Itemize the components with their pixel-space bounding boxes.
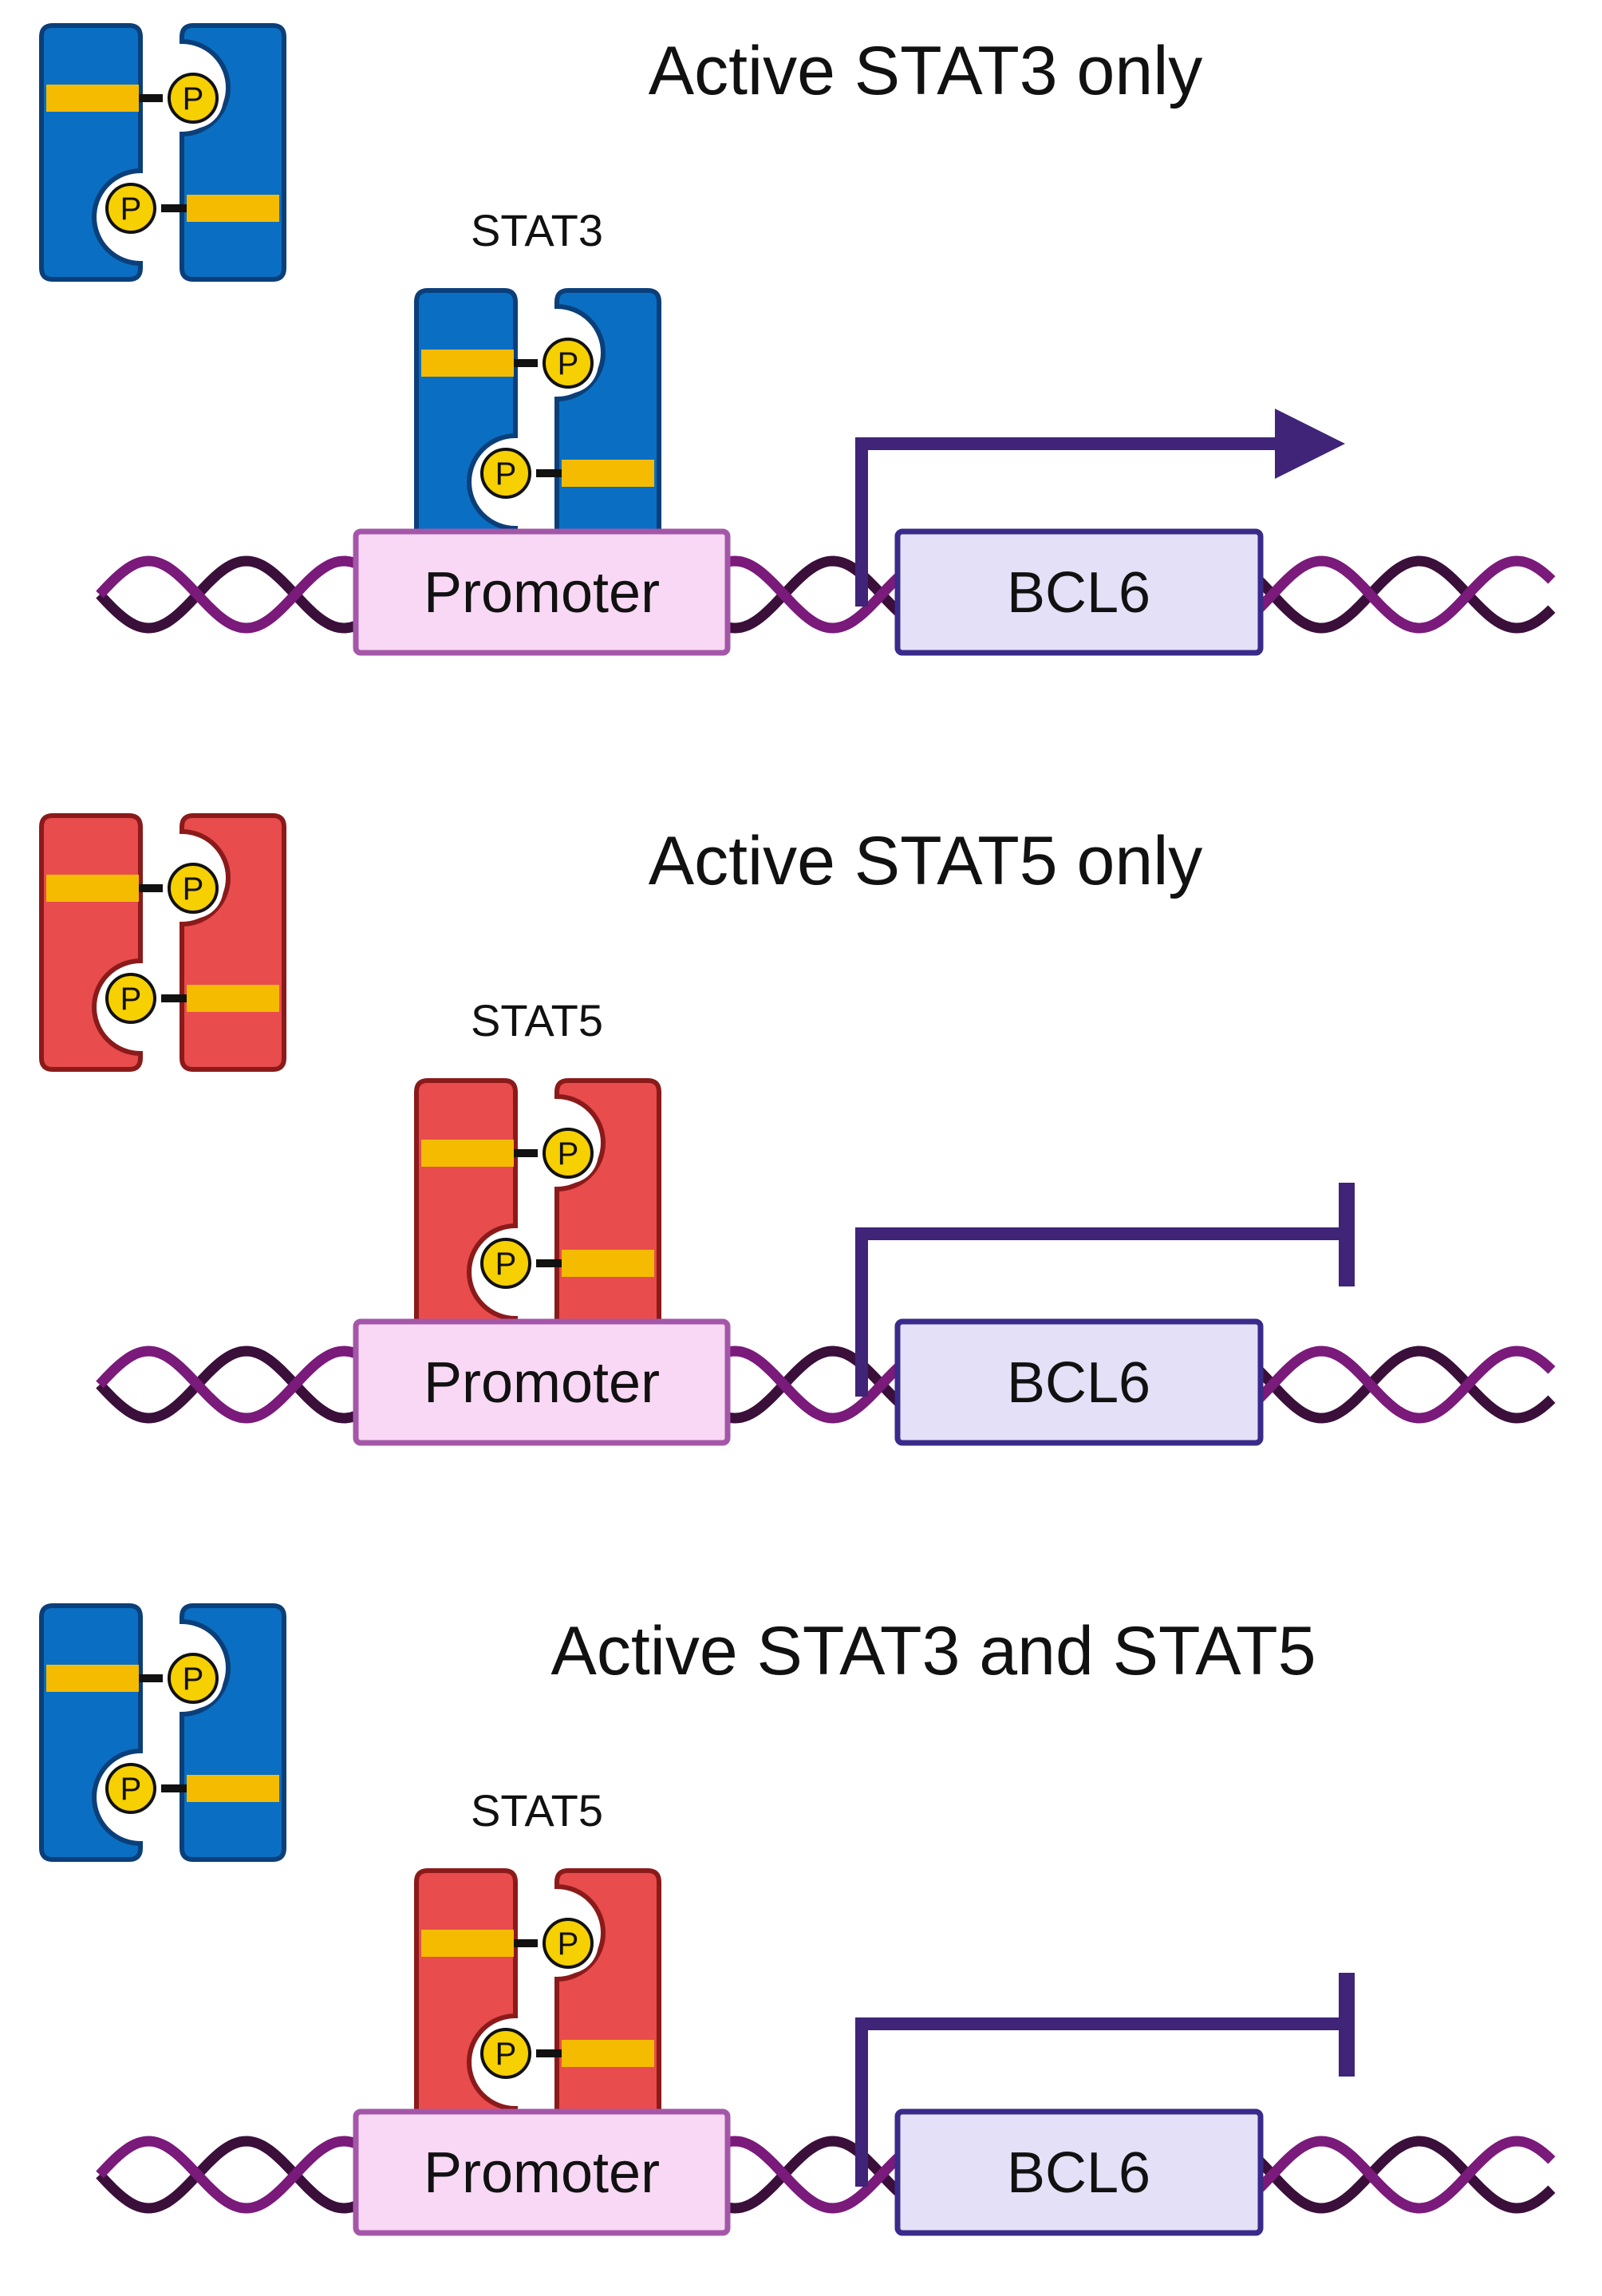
stat-monomer-left: [414, 288, 518, 547]
dna-strand: [96, 555, 1556, 634]
phospho-label: P: [120, 1772, 142, 1807]
stat-stripe: [187, 195, 279, 222]
dna-helix-icon: [96, 555, 1556, 634]
stat-monomer-right: [554, 288, 661, 547]
phospho-label: P: [495, 2037, 517, 2072]
promoter-box: Promoter: [353, 1318, 731, 1446]
phospho-label: P: [495, 1247, 517, 1282]
panel-title: Active STAT3 and STAT5: [550, 1613, 1316, 1689]
gene-label: BCL6: [1007, 561, 1150, 625]
dna-strand: [96, 555, 1556, 634]
phospho-label: P: [120, 982, 142, 1017]
stat-monomer-left: [414, 1868, 518, 2127]
gene-label: BCL6: [1007, 2141, 1150, 2205]
panel-stat5-only: Active STAT5 only PP STAT5 PP Promoter B…: [39, 813, 1556, 1446]
legend-dimer-icon: PP: [39, 23, 286, 282]
stat-stripe: [187, 985, 279, 1012]
stat-stripe: [562, 2040, 654, 2067]
panel-title: Active STAT5 only: [649, 823, 1203, 899]
stat-monomer-left: [39, 23, 143, 282]
stat-monomer-right: [554, 1078, 661, 1337]
gene-box: BCL6: [894, 528, 1264, 656]
phospho-label: P: [558, 346, 579, 381]
phospho-circle: [480, 448, 531, 499]
phospho-circle: [480, 1238, 531, 1289]
stat-stripe: [187, 1775, 279, 1802]
block-icon: [855, 1183, 1355, 1397]
phospho-circle: [543, 1128, 594, 1179]
stat-stripe: [562, 460, 654, 487]
panel-stat3-only: Active STAT3 only PP STAT3 PP Promoter B…: [39, 23, 1556, 656]
phospho-label: P: [183, 1662, 204, 1697]
dna-helix-icon: [96, 1346, 1556, 1424]
phospho-circle: [105, 973, 156, 1024]
stat-monomer-right: [554, 1868, 661, 2127]
phospho-circle: [480, 2028, 531, 2079]
stat-monomer-left: [39, 1603, 143, 1862]
gene-box: BCL6: [894, 2108, 1264, 2236]
dna-strand: [96, 2136, 1556, 2214]
legend-dimer-icon: PP: [39, 1603, 286, 1862]
stat-stripe: [46, 1665, 139, 1692]
phospho-circle: [105, 183, 156, 234]
panel-stat3-and-stat5: Active STAT3 and STAT5 PP STAT5 PP Promo…: [39, 1603, 1556, 2236]
bound-protein-label: STAT3: [471, 205, 603, 255]
stat-stripe: [562, 1250, 654, 1277]
gene-box: BCL6: [894, 1318, 1264, 1446]
dna-strand: [96, 2136, 1556, 2214]
bound-dimer-icon: PP: [414, 288, 661, 547]
dna-strand: [96, 1346, 1556, 1424]
stat-monomer-right: [180, 813, 286, 1072]
block-icon: [855, 1973, 1355, 2187]
phospho-label: P: [120, 192, 142, 227]
promoter-label: Promoter: [424, 561, 660, 625]
phospho-circle: [543, 1918, 594, 1969]
bound-dimer-icon: PP: [414, 1868, 661, 2127]
stat-stripe: [421, 350, 514, 377]
bound-dimer-icon: PP: [414, 1078, 661, 1337]
stat-stripe: [46, 85, 139, 112]
bound-protein-label: STAT5: [471, 1785, 603, 1836]
phospho-label: P: [558, 1927, 579, 1962]
phospho-label: P: [183, 81, 204, 117]
phospho-circle: [168, 863, 219, 914]
phospho-label: P: [558, 1136, 579, 1172]
stat-stripe: [421, 1930, 514, 1957]
stat-monomer-right: [180, 1603, 286, 1862]
promoter-label: Promoter: [424, 2141, 660, 2205]
phospho-circle: [105, 1763, 156, 1814]
phospho-label: P: [495, 456, 517, 492]
gene-label: BCL6: [1007, 1351, 1150, 1415]
panel-title: Active STAT3 only: [649, 33, 1203, 109]
dna-strand: [96, 1346, 1556, 1424]
arrow-icon: [855, 409, 1345, 607]
phospho-circle: [168, 1653, 219, 1704]
stat-monomer-left: [39, 813, 143, 1072]
promoter-box: Promoter: [353, 2108, 731, 2236]
legend-dimer-icon: PP: [39, 813, 286, 1072]
promoter-label: Promoter: [424, 1351, 660, 1415]
phospho-label: P: [183, 871, 204, 907]
stat-monomer-left: [414, 1078, 518, 1337]
promoter-box: Promoter: [353, 528, 731, 656]
phospho-circle: [543, 338, 594, 389]
stat-monomer-right: [180, 23, 286, 282]
stat-stripe: [46, 875, 139, 902]
stat-stripe: [421, 1140, 514, 1167]
bound-protein-label: STAT5: [471, 995, 603, 1045]
dna-helix-icon: [96, 2136, 1556, 2214]
phospho-circle: [168, 73, 219, 124]
